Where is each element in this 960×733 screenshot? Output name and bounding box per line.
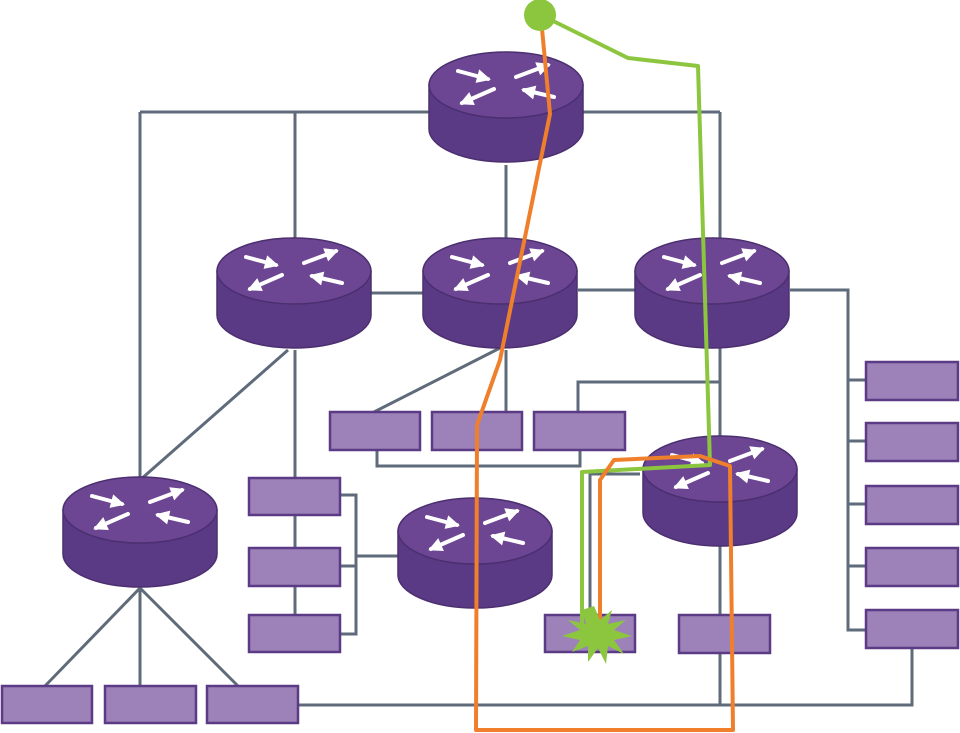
- router-arrow-head: [475, 69, 491, 83]
- path-layer: [474, 13, 735, 732]
- host-right-column-1[interactable]: [864, 360, 960, 402]
- link-bottom-bus: [298, 648, 914, 707]
- host-right-column-5[interactable]: [864, 608, 960, 650]
- router-layer: [62, 51, 798, 609]
- router-top: [634, 237, 790, 305]
- router-arrow-head: [741, 248, 757, 262]
- router-arrow-head: [665, 278, 681, 292]
- host-right-column-2[interactable]: [864, 421, 960, 463]
- host-left-column-2[interactable]: [247, 546, 342, 588]
- router-arrow-head: [727, 271, 743, 286]
- router-arrow-head: [263, 255, 279, 269]
- router-arrow-head: [490, 531, 506, 546]
- router-arrow-head: [529, 248, 545, 262]
- link-right-access-to-fault-host: [588, 472, 640, 615]
- host-bottom-3[interactable]: [205, 684, 300, 725]
- host-right-column-3[interactable]: [864, 484, 960, 526]
- router-arrow-head: [453, 278, 469, 292]
- router-arrow-head: [309, 271, 325, 286]
- host-left-column-1[interactable]: [247, 476, 342, 517]
- access-router-far-left[interactable]: [62, 476, 218, 588]
- link-far-left-to-host-3: [138, 586, 240, 688]
- primary-path: [540, 13, 712, 628]
- access-router-right[interactable]: [642, 435, 798, 547]
- router-top: [216, 237, 372, 305]
- host-bottom-1[interactable]: [0, 684, 94, 725]
- router-top: [428, 51, 584, 119]
- router-top: [62, 476, 218, 544]
- router-top: [422, 237, 578, 305]
- aggregation-router-left[interactable]: [216, 237, 372, 349]
- router-arrow-head: [155, 510, 171, 525]
- host-layer: [0, 360, 960, 725]
- router-arrow-head: [673, 476, 689, 490]
- router-arrow-head: [169, 487, 185, 501]
- core-router[interactable]: [428, 51, 584, 163]
- router-arrow-head: [521, 85, 537, 100]
- aggregation-router-center[interactable]: [422, 237, 578, 349]
- router-arrow-head: [735, 469, 751, 484]
- aggregation-router-right[interactable]: [634, 237, 790, 349]
- router-arrow-head: [749, 446, 765, 460]
- backup-path: [474, 17, 735, 732]
- host-center-row-1[interactable]: [328, 410, 422, 452]
- host-right-access-2[interactable]: [677, 613, 772, 655]
- green-dot-icon: [524, 0, 556, 31]
- link-far-left-to-host-1: [43, 586, 142, 688]
- router-arrow-head: [504, 508, 520, 522]
- router-arrow-head: [444, 515, 460, 529]
- router-arrow-head: [681, 255, 697, 269]
- router-arrow-head: [459, 92, 475, 106]
- host-bottom-2[interactable]: [103, 684, 198, 725]
- host-center-row-3[interactable]: [532, 410, 627, 452]
- router-arrow-head: [428, 538, 444, 552]
- link-right-agg-to-host-bus: [790, 288, 866, 632]
- host-left-column-3[interactable]: [247, 613, 342, 654]
- link-left-agg-to-far-left-router: [139, 348, 289, 482]
- router-arrow-head: [109, 494, 125, 508]
- link-center-agg-to-host-a: [373, 346, 501, 414]
- router-arrow-head: [469, 255, 485, 269]
- router-arrow-head: [247, 278, 263, 292]
- router-arrow-head: [93, 517, 109, 531]
- host-right-column-4[interactable]: [864, 546, 960, 588]
- router-arrow-head: [323, 248, 339, 262]
- starburst-icon: [562, 606, 632, 664]
- link-host-c-to-right-access: [576, 380, 720, 412]
- link-layer: [43, 110, 914, 707]
